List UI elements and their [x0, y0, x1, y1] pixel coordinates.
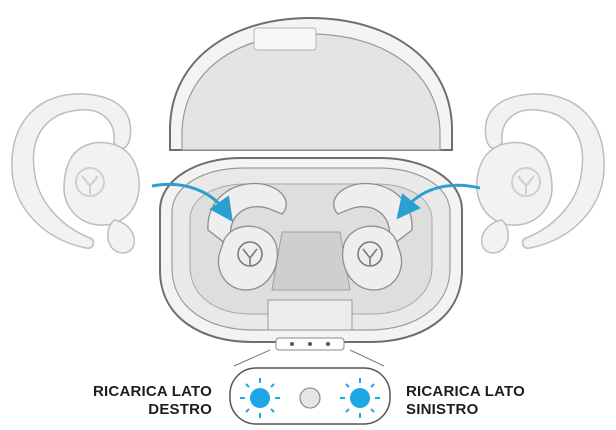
led-detail-panel: [230, 368, 390, 424]
label-left-charge-line1: RICARICA LATO: [406, 383, 586, 401]
earbud-tip: [482, 220, 509, 253]
right-earbud-outside: [12, 94, 139, 253]
zoom-line: [350, 350, 384, 366]
earbud-tip: [108, 220, 135, 253]
led-dot: [326, 342, 330, 346]
label-right-charge-line2: DESTRO: [40, 401, 212, 419]
label-left-charge-line2: SINISTRO: [406, 401, 586, 419]
charging-case: [160, 18, 462, 350]
led-off-icon: [300, 388, 320, 408]
label-right-charge: RICARICA LATO DESTRO: [40, 383, 212, 419]
zoom-line: [234, 350, 270, 366]
led-dot: [290, 342, 294, 346]
lid-latch: [254, 28, 316, 50]
label-right-charge-line1: RICARICA LATO: [40, 383, 212, 401]
led-dot: [308, 342, 312, 346]
label-left-charge: RICARICA LATO SINISTRO: [406, 383, 586, 419]
case-front-panel: [268, 300, 352, 330]
left-earbud-outside: [477, 94, 604, 253]
cradle-divider: [272, 232, 350, 290]
